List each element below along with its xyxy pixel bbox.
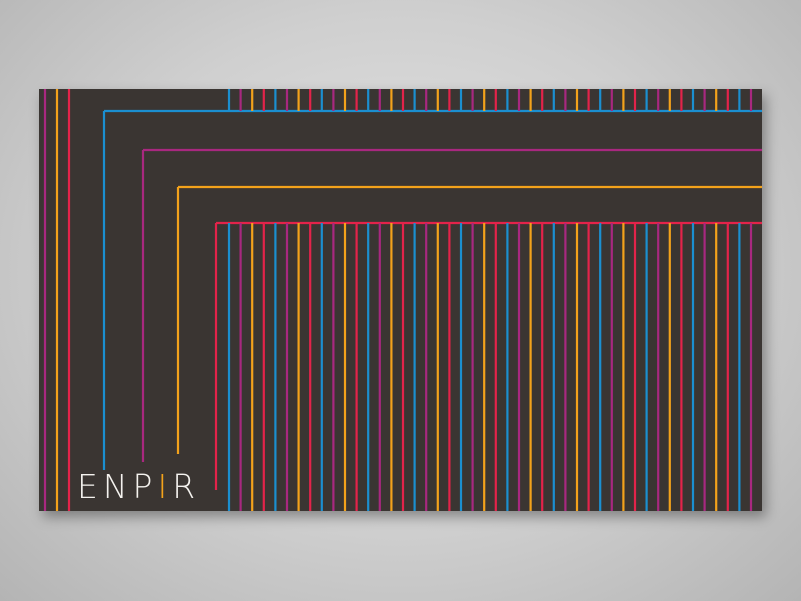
logo-letter: E (77, 467, 103, 506)
logo-letter: R (172, 467, 201, 506)
logo-letter: P (132, 467, 158, 506)
logo-letter: I (157, 467, 173, 506)
stripe-pattern (43, 89, 762, 511)
logo-letter: N (102, 467, 133, 506)
